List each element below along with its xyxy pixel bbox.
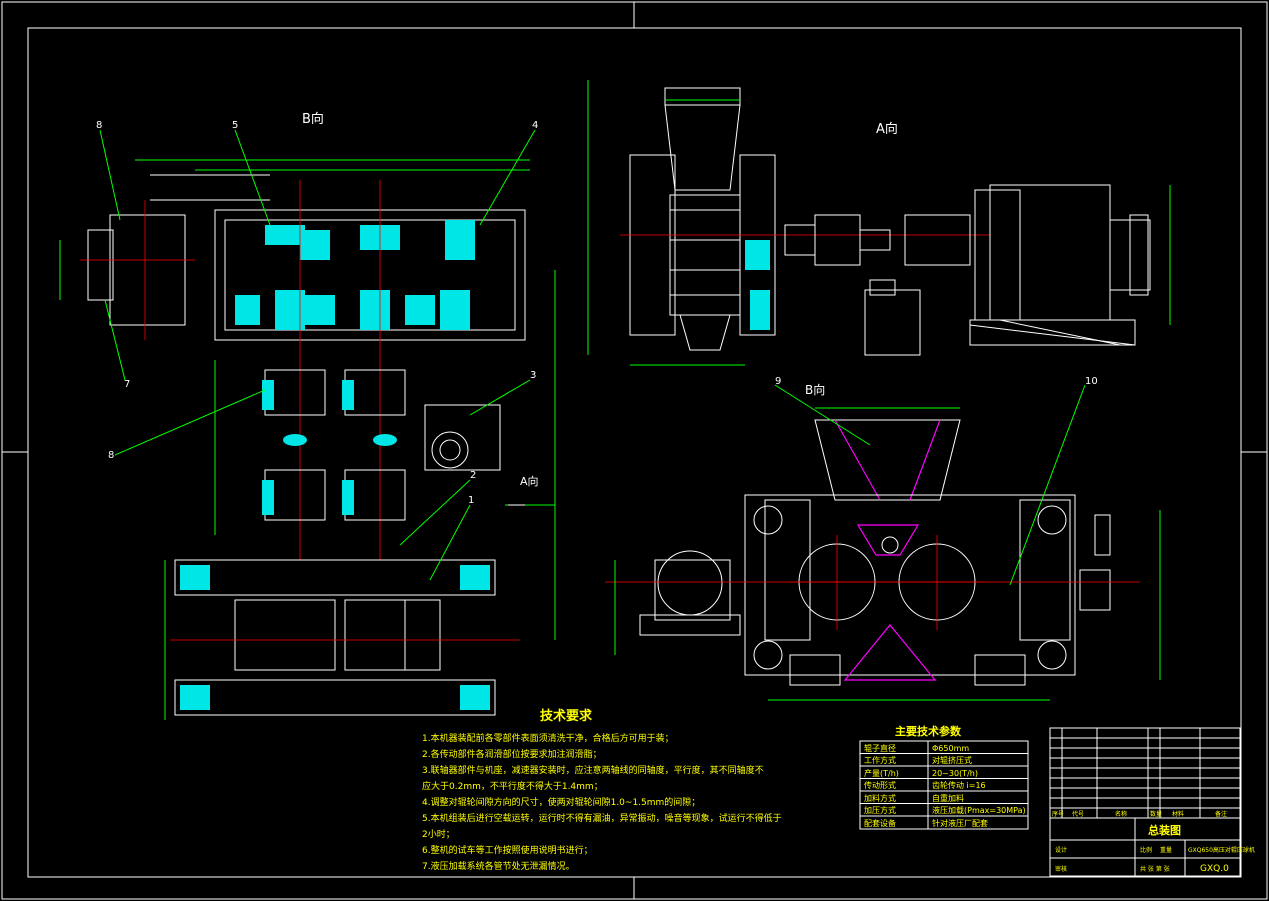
tech-req-item-5: 5.本机组装后进行空载运转，运行时不得有漏油，异常振动，噪音等现象，试运行不得低…	[422, 812, 782, 824]
part-number-7: 7	[124, 379, 130, 390]
param-value: 齿轮传动 i=16	[932, 780, 986, 790]
param-value: 自重加料	[932, 793, 964, 803]
part-number-8-top: 8	[96, 120, 102, 131]
tech-req-item-3b: 应大于0.2mm，不平行度不得大于1.4mm；	[422, 780, 603, 792]
tech-requirements: 技术要求 1.本机器装配前各零部件表面须清洗干净，合格后方可用于装； 2.各传动…	[422, 708, 782, 872]
bom-header: 材料	[1172, 810, 1184, 818]
b-view-drawing: B向	[59, 111, 556, 720]
tech-req-item-7: 7.液压加载系统各管节处无泄漏情况。	[422, 860, 575, 872]
drawing-number: GXQ.0	[1200, 864, 1229, 874]
bom-header: 名称	[1115, 810, 1127, 818]
bom-header: 数量	[1150, 810, 1162, 818]
param-name: 辊子直径	[864, 743, 896, 753]
a-direction-arrow-label: A向	[520, 474, 539, 488]
tech-req-item-3: 3.联轴器部件与机座，减速器安装时，应注意两轴线的同轴度，平行度，其不同轴度不	[422, 764, 764, 776]
b-view-label: B向	[302, 111, 324, 127]
param-name: 产量(T/h)	[864, 768, 899, 778]
scale-label: 比例	[1140, 846, 1152, 854]
tech-req-item-6: 6.整机的试车等工作按照使用说明书进行；	[422, 844, 593, 856]
tech-req-item-1: 1.本机器装配前各零部件表面须清洗干净，合格后方可用于装；	[422, 732, 674, 744]
a-view-label: A向	[876, 121, 898, 137]
part-number-10: 10	[1085, 376, 1098, 387]
drawing-name: 总装图	[1148, 823, 1181, 837]
sheet-label: 共 张 第 张	[1140, 865, 1170, 873]
part-number-4: 4	[532, 120, 538, 131]
param-name: 加料方式	[864, 793, 896, 803]
param-value: 对辊挤压式	[932, 755, 972, 765]
part-number-2: 2	[470, 470, 476, 481]
tech-requirements-title: 技术要求	[540, 708, 593, 724]
param-name: 加压方式	[864, 805, 896, 815]
title-block: 序号 代号 名称 数量 材料 备注 总装图 GXQ650高压对辊压球机 GXQ.…	[1049, 727, 1255, 877]
param-name: 配套设备	[864, 818, 896, 828]
tech-req-item-2: 2.各传动部件各润滑部位按要求加注润滑脂；	[422, 748, 602, 760]
product-name: GXQ650高压对辊压球机	[1188, 846, 1255, 854]
checker-label: 审核	[1055, 865, 1067, 873]
part-number-9: 9	[775, 376, 781, 387]
tech-req-item-5b: 2小时；	[422, 828, 455, 840]
part-callouts-right: 9 10	[775, 376, 1098, 387]
designer-label: 设计	[1055, 846, 1067, 854]
tech-req-item-4: 4.调整对辊轮间隙方向的尺寸，使两对辊轮间隙1.0~1.5mm的间隙；	[422, 796, 700, 808]
param-value: 20~30(T/h)	[932, 769, 978, 778]
part-number-8: 8	[108, 450, 114, 461]
bom-header: 代号	[1072, 810, 1084, 818]
params-table: 主要技术参数 辊子直径 Φ650mm 工作方式 对辊挤压式 产量(T/h) 20…	[859, 724, 1029, 830]
b-direction-bottom-label: B向	[805, 382, 825, 397]
param-value: Φ650mm	[932, 744, 969, 753]
a-view-drawing: A向	[587, 80, 1171, 366]
part-number-1: 1	[468, 495, 474, 506]
param-name: 传动形式	[864, 780, 896, 790]
roller-front-view: B向	[605, 382, 1161, 701]
weight-label: 重量	[1160, 846, 1172, 854]
part-number-5: 5	[232, 120, 238, 131]
params-table-title: 主要技术参数	[895, 724, 962, 738]
param-name: 工作方式	[864, 755, 896, 765]
part-callouts-left: 8 5 4 7 3 8 2 1 A向	[96, 120, 539, 506]
part-number-3: 3	[530, 370, 536, 381]
bom-header: 序号	[1052, 810, 1064, 818]
param-value: 针对液压厂配套	[932, 818, 988, 828]
param-value: 液压加载(Pmax=30MPa)	[932, 805, 1026, 815]
bom-header: 备注	[1215, 810, 1227, 818]
